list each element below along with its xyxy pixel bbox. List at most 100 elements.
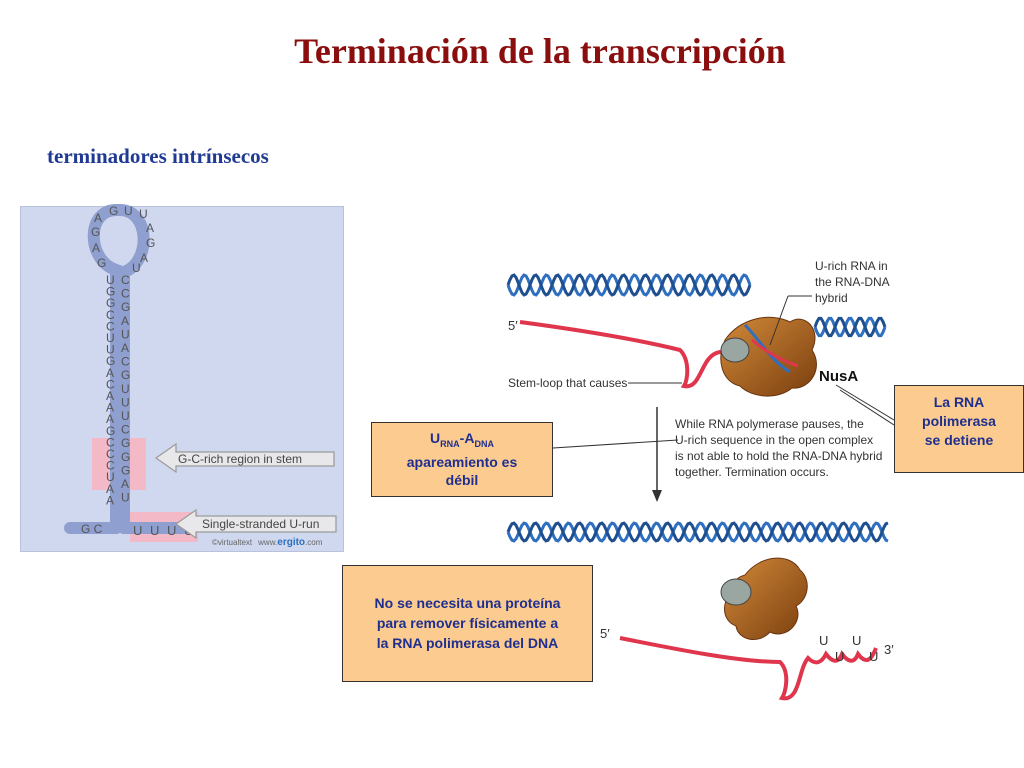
left-stem-base: C bbox=[106, 319, 115, 333]
loop-base: A bbox=[146, 221, 154, 235]
loop-base: G bbox=[91, 225, 100, 239]
left-stem-base: C bbox=[106, 377, 115, 391]
pause-line4: together. Termination occurs. bbox=[675, 465, 829, 479]
pause-line2: U-rich sequence in the open complex bbox=[675, 433, 873, 447]
right-stem-base: G bbox=[121, 463, 130, 477]
dna-helix-bottom bbox=[506, 521, 889, 543]
loop-base: A bbox=[94, 211, 102, 225]
urun-label: Single-stranded U-run bbox=[202, 517, 319, 531]
noprot-line3: la RNA polimerasa del DNA bbox=[376, 635, 559, 651]
left-stem-base: A bbox=[106, 389, 114, 403]
u-letter-4: U bbox=[869, 649, 878, 664]
nusa-released bbox=[720, 578, 752, 606]
dna-strand bbox=[506, 273, 752, 297]
loop-base: U bbox=[124, 204, 133, 218]
nusa-label: NusA bbox=[819, 368, 858, 385]
stop-line2: polimerasa bbox=[922, 413, 996, 429]
stop-callout-line bbox=[835, 384, 895, 421]
dna-strand bbox=[506, 521, 889, 543]
hybrid-label-line2: the RNA-DNA bbox=[815, 275, 890, 289]
right-stem-base: G bbox=[121, 436, 130, 450]
urun-letters: U U U U bbox=[133, 523, 195, 538]
right-stem-base: U bbox=[121, 491, 130, 505]
dna-strand bbox=[506, 521, 889, 543]
right-stem-base: G bbox=[121, 450, 130, 464]
loop-base: G bbox=[109, 204, 118, 218]
process-arrowhead bbox=[652, 490, 662, 502]
dna-strand bbox=[813, 316, 887, 338]
right-stem-base: C bbox=[121, 423, 130, 437]
urna-heading: URNA-ADNA bbox=[430, 430, 494, 449]
page-title: Terminación de la transcripción bbox=[294, 31, 786, 71]
noprot-line2: para remover físicamente a bbox=[376, 615, 559, 631]
right-stem-base: A bbox=[121, 477, 129, 491]
gc-label: G-C-rich region in stem bbox=[178, 452, 302, 466]
left-stem-base: A bbox=[106, 412, 114, 426]
noprot-line1: No se necesita una proteína bbox=[374, 595, 561, 611]
left-stem-base: U bbox=[106, 331, 115, 345]
loop-base: G bbox=[146, 236, 155, 250]
tail-letters: G C bbox=[81, 522, 103, 536]
hybrid-rna bbox=[751, 338, 799, 368]
urna-line3: débil bbox=[445, 471, 479, 488]
dna-helix-top-right bbox=[813, 316, 887, 338]
pause-line1: While RNA polymerase pauses, the bbox=[675, 417, 864, 431]
left-stem-base: A bbox=[106, 401, 114, 415]
hybrid-callout: U-rich RNA in the RNA-DNA hybrid bbox=[769, 259, 890, 346]
dna-helix-top bbox=[506, 273, 752, 297]
urna-callout-line bbox=[552, 439, 679, 449]
left-stem-base: U bbox=[106, 343, 115, 357]
urna-line2: apareamiento es bbox=[406, 453, 518, 470]
right-stem-base: C bbox=[121, 287, 130, 301]
u-letter-2: U bbox=[835, 649, 844, 664]
left-stem-base: G bbox=[106, 354, 115, 368]
loop-base: G bbox=[97, 256, 106, 270]
three-prime: 3′ bbox=[884, 642, 894, 657]
five-prime-bottom: 5′ bbox=[600, 626, 610, 641]
left-stem-base: C bbox=[106, 435, 115, 449]
right-stem-base: U bbox=[121, 395, 130, 409]
stop-line3: se detiene bbox=[924, 432, 994, 448]
left-stem-base: A bbox=[106, 482, 114, 496]
rna-backbone bbox=[87, 204, 150, 534]
transcription-figure-bottom: 5′ 3′ U U U U bbox=[506, 521, 894, 701]
left-stem-base: U bbox=[106, 470, 115, 484]
right-stem-base: A bbox=[121, 341, 129, 355]
left-stem-base: U bbox=[106, 273, 115, 287]
section-subtitle: terminadores intrínsecos bbox=[47, 144, 269, 168]
stem-loop-panel bbox=[20, 206, 344, 552]
stemloop-label: Stem-loop that causes bbox=[508, 376, 627, 390]
left-stem-base: A bbox=[106, 493, 114, 507]
loop-base: A bbox=[92, 241, 100, 255]
rna-strand-top bbox=[519, 320, 761, 389]
nusa-protein bbox=[720, 337, 750, 363]
left-stem-base: C bbox=[106, 447, 115, 461]
left-stem-base: G bbox=[106, 296, 115, 310]
left-stem-base: G bbox=[106, 285, 115, 299]
right-stem-base: C bbox=[121, 273, 130, 287]
rna-polymerase-top bbox=[720, 316, 817, 397]
hybrid-label-line3: hybrid bbox=[815, 291, 848, 305]
hybrid-label-line1: U-rich RNA in bbox=[815, 259, 888, 273]
right-stem-base: G bbox=[121, 368, 130, 382]
right-stem-base: C bbox=[121, 355, 130, 369]
transcription-figure-top: 5′ U-rich RNA in the RNA-DNA hybrid NusA… bbox=[506, 259, 890, 502]
dna-strand bbox=[813, 316, 887, 338]
right-stem-base: A bbox=[121, 314, 129, 328]
loop-base: U bbox=[139, 207, 148, 221]
left-stem-base: C bbox=[106, 459, 115, 473]
u-letter-1: U bbox=[819, 633, 828, 648]
gc-label-arrow: G-C-rich region in stem bbox=[154, 442, 335, 474]
loop-base: A bbox=[140, 251, 148, 265]
loop-base: U bbox=[132, 261, 141, 275]
pause-line3: is not able to hold the RNA-DNA hybrid bbox=[675, 449, 882, 463]
u-letter-3: U bbox=[852, 633, 861, 648]
note-polymerase-stops: La RNA polimerasa se detiene bbox=[894, 385, 1024, 473]
five-prime-top: 5′ bbox=[508, 318, 518, 333]
left-stem-base: C bbox=[106, 308, 115, 322]
stop-callout-line2 bbox=[839, 389, 895, 426]
right-stem-base: U bbox=[121, 382, 130, 396]
